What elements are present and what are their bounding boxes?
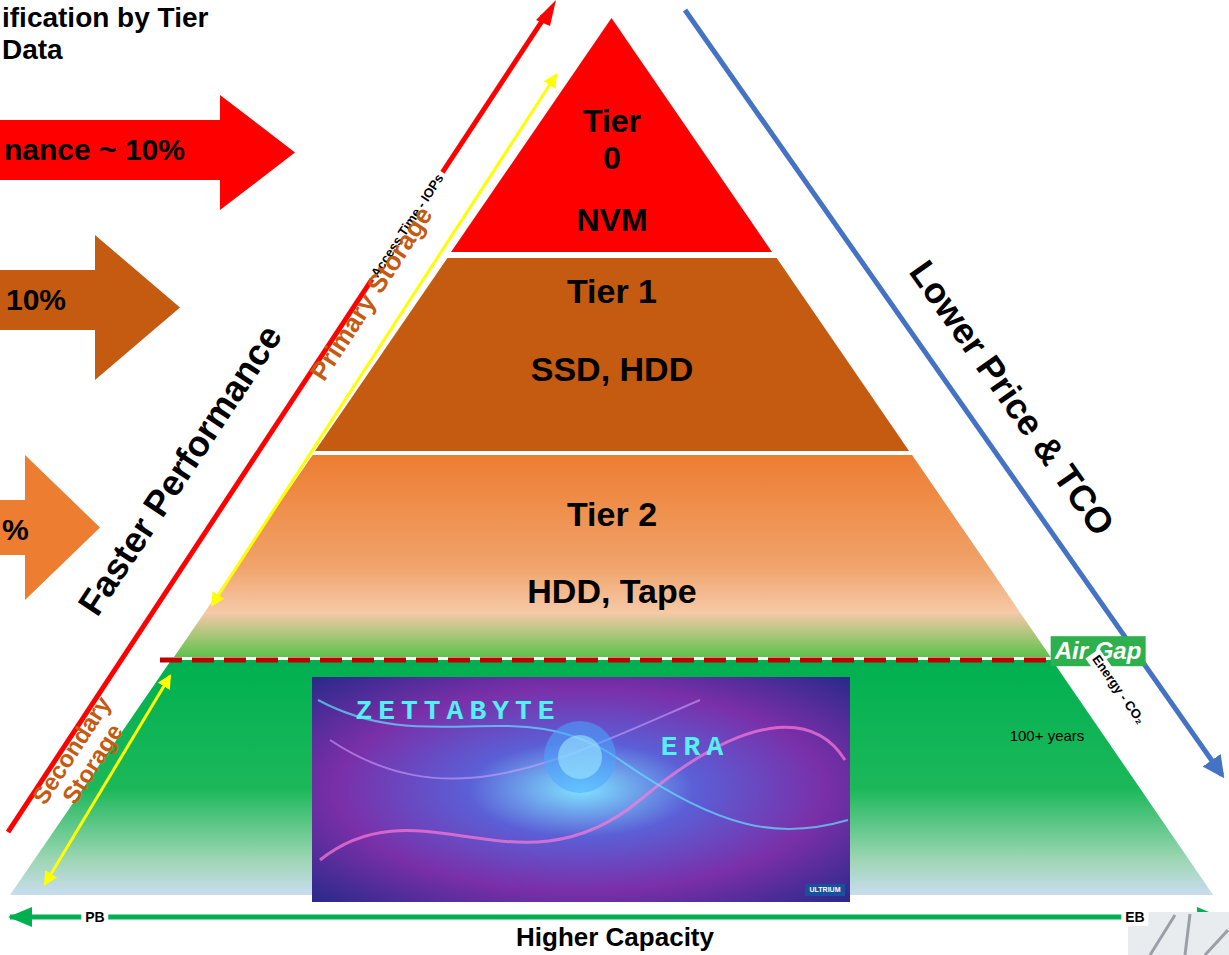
tier-share-arrow: 10% — [0, 235, 180, 380]
axis-label: PB — [81, 908, 108, 926]
tier-band: Tier 2 HDD, Tape — [174, 455, 1051, 657]
axis-label: ERA — [661, 732, 729, 764]
tier-band: Tier 0 NVM — [451, 18, 772, 252]
tier-band: Tier 1 SSD, HDD — [315, 258, 909, 451]
capacity-axis — [10, 915, 1219, 920]
photo-fragment-detail — [1150, 914, 1228, 955]
tier-heading: 10% — [6, 283, 66, 318]
diagram-title: ification by Tier Data — [2, 2, 252, 66]
tier-heading: 100+ years — [1010, 727, 1085, 744]
axis-label: ULTRIUM — [810, 886, 841, 894]
performance-arrowhead — [536, 0, 556, 26]
tier-heading: % — [2, 513, 29, 548]
axis-label: ZETTABYTE — [355, 696, 560, 728]
tier-media: SSD, HDD — [531, 350, 693, 389]
tier-heading: Tier 1 — [567, 272, 657, 311]
axis-label: Higher Capacity — [516, 923, 714, 953]
tier-media: NVM — [576, 202, 647, 239]
tier-heading: Tier 0 — [572, 103, 652, 177]
tier-heading: Tier 2 — [567, 495, 657, 534]
air-gap-line — [160, 658, 1065, 663]
tier-heading: nance ~ 10% — [4, 133, 185, 168]
zettabyte-image — [312, 677, 850, 902]
axis-label: EB — [1121, 908, 1148, 926]
tier-share-arrow: nance ~ 10% — [0, 95, 295, 210]
tier-media: HDD, Tape — [527, 572, 696, 611]
band-shape — [174, 455, 1051, 657]
